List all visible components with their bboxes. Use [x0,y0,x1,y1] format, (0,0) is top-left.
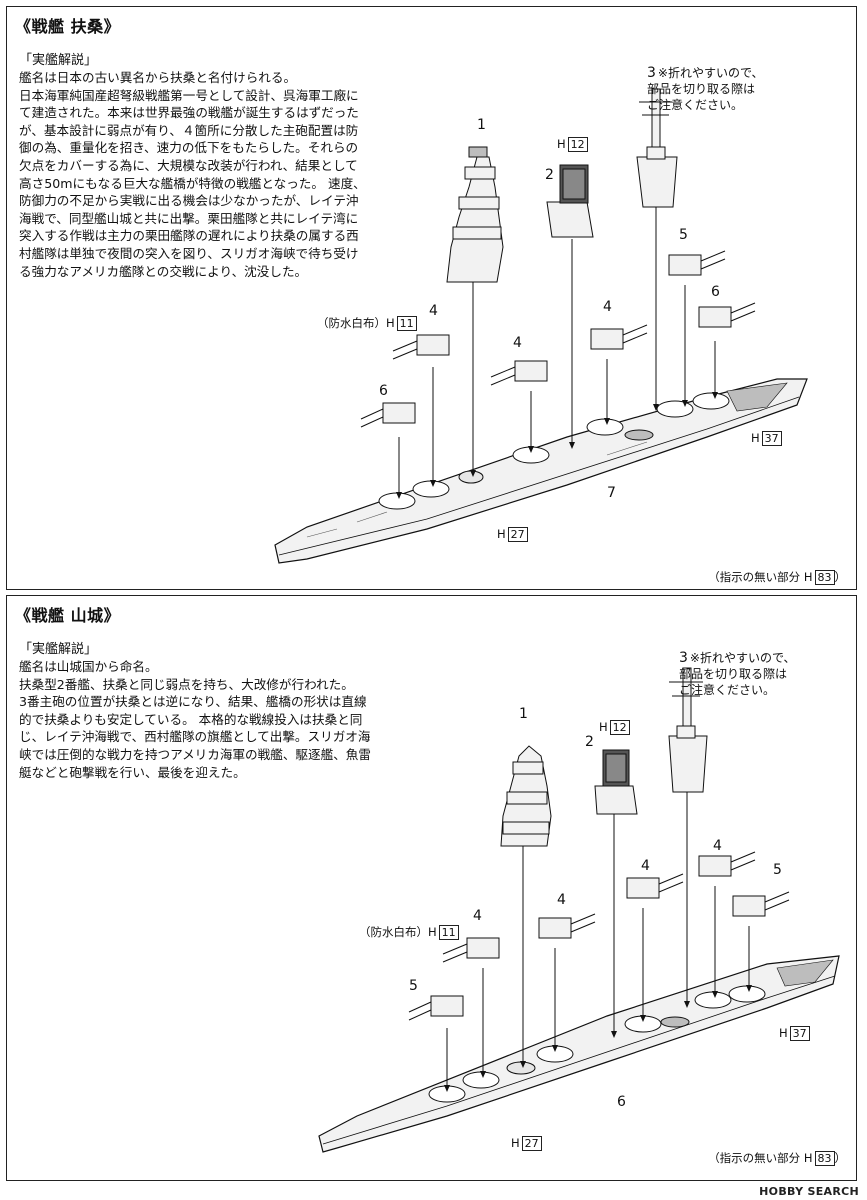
fuso-gun-turrets [360,250,756,428]
yamashiro-note: 3※折れやすいので、 部品を切り取る際は ご注意ください。 [679,650,796,697]
fuso-note: 3※折れやすいので、 部品を切り取る際は ご注意ください。 [647,65,764,112]
yamashiro-callout-4-c: 4 [557,892,566,908]
yamashiro-callout-5-right: 5 [773,862,782,878]
yamashiro-leader-lines [446,792,750,1090]
yamashiro-callout-4-d: 4 [473,908,482,924]
yamashiro-callout-4-a: 4 [641,858,650,874]
yamashiro-part3-mast [668,667,708,793]
fuso-callout-2: 2 [545,167,554,183]
yamashiro-hull [318,955,840,1153]
fuso-assembly-diagram [274,88,808,564]
fuso-callout-1: 1 [477,117,486,133]
yamashiro-turret-mounts [428,985,766,1103]
fuso-leader-lines [398,207,716,497]
fuso-part1-bridge [446,146,504,283]
yamashiro-callout-4-b: 4 [713,838,722,854]
fuso-callout-6-left: 6 [379,383,388,399]
yamashiro-part2 [594,749,638,815]
fuso-callout-4-right: 4 [603,299,612,315]
yamashiro-callout-5-left: 5 [409,978,418,994]
fuso-part3-mast [636,88,678,208]
fuso-description: 艦名は日本の古い異名から扶桑と名付けられる。 日本海軍純国産超弩級戦艦第一号とし… [19,70,366,279]
fuso-title: 《戦艦 扶桑》 [15,17,121,36]
fuso-sublabel: 「実艦解説」 [19,53,98,68]
yamashiro-arrowheads [444,985,752,1092]
yamashiro-panel: 《戦艦 山城》 「実艦解説」 艦名は山城国から命名。 扶桑型2番艦、扶桑と同じ弱… [6,595,857,1181]
yamashiro-gun-turrets [408,851,790,1021]
fuso-arrowheads [396,392,718,499]
yamashiro-title: 《戦艦 山城》 [15,606,121,625]
yamashiro-callout-2: 2 [585,734,594,750]
fuso-callout-6-right: 6 [711,284,720,300]
yamashiro-sublabel: 「実艦解説」 [19,642,98,657]
fuso-callout-4-mid: 4 [513,335,522,351]
yamashiro-callout-6: 6 [617,1094,626,1110]
fuso-callout-7: 7 [607,485,616,501]
yamashiro-part1-bridge [500,745,552,847]
fuso-callout-5: 5 [679,227,688,243]
watermark-logo: HOBBY SEARCH [759,1185,859,1198]
yamashiro-assembly-diagram [318,667,840,1153]
yamashiro-callout-1: 1 [519,706,528,722]
fuso-hull [274,378,808,564]
fuso-callout-4-left: 4 [429,303,438,319]
fuso-part2 [546,164,594,238]
yamashiro-description: 艦名は山城国から命名。 扶桑型2番艦、扶桑と同じ弱点を持ち、大改修が行われた。 … [19,659,371,780]
fuso-panel: 《戦艦 扶桑》 「実艦解説」 艦名は日本の古い異名から扶桑と名付けられる。 日本… [6,6,857,590]
